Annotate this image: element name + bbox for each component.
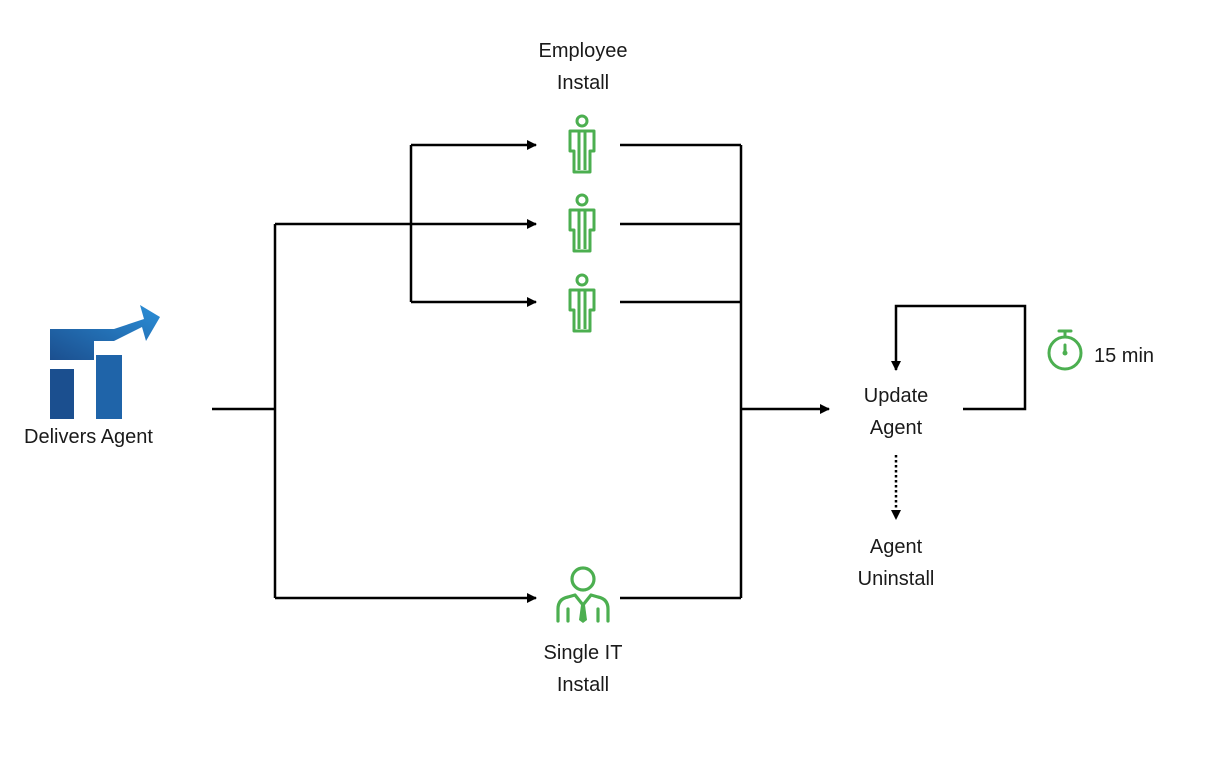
it-install-line1: Single IT [543,642,623,664]
update-agent-line1: Update [863,385,929,407]
employee-person-icon [568,273,596,333]
uninstall-line1: Agent [869,536,923,558]
employee-install-line1: Employee [538,40,628,62]
timer-label: 15 min [1094,345,1155,367]
uninstall-label: Agent Uninstall [836,531,956,595]
employee-person-icon [568,114,596,174]
it-install-line2: Install [556,674,610,696]
it-person-tie-icon [556,566,610,623]
logo-arrow-icon [50,305,160,419]
employee-install-label: Employee Install [528,35,638,99]
stopwatch-icon [1047,329,1083,371]
source-label: Delivers Agent [24,426,153,448]
update-agent-label: Update Agent [846,380,946,444]
employee-install-line2: Install [556,72,610,94]
it-install-label: Single IT Install [528,637,638,701]
uninstall-line2: Uninstall [857,568,935,590]
update-loop [891,304,1027,411]
update-agent-line2: Agent [869,417,923,439]
employee-person-icon [568,193,596,253]
